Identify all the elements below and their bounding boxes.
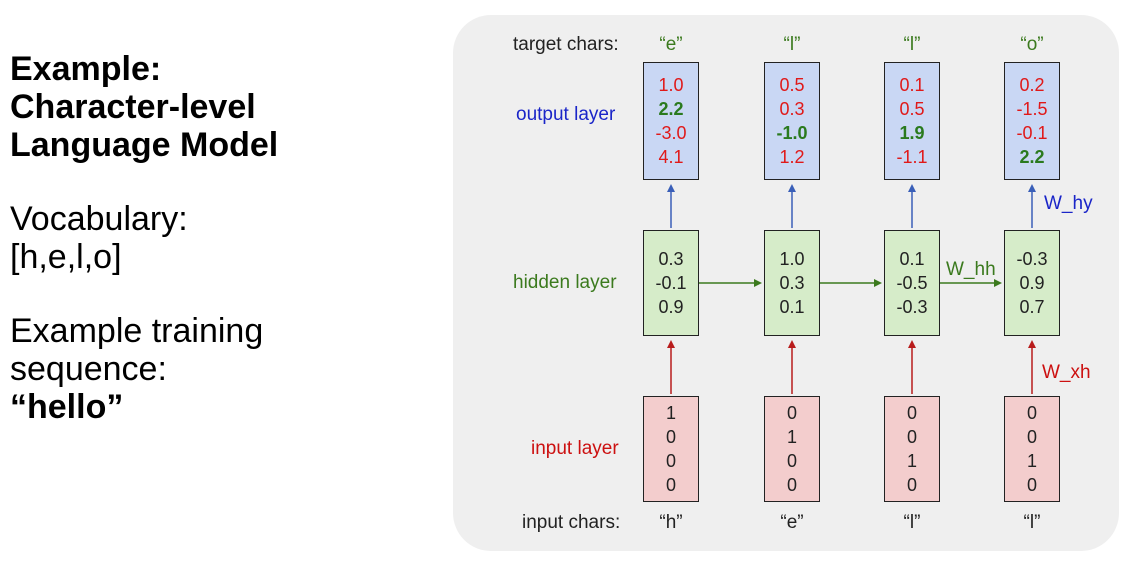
vector-value: 2.2: [658, 99, 684, 119]
vector-value: 0.3: [779, 273, 805, 293]
vector-value: 0.5: [899, 99, 925, 119]
vector-value: -0.1: [655, 273, 687, 293]
output-vector-box: 0.5 0.3 -1.0 1.2: [764, 62, 820, 180]
vector-value: 1: [906, 451, 917, 471]
title-line: Language Model: [10, 126, 279, 164]
vector-value: 1.2: [779, 147, 805, 167]
vector-value: 1: [786, 427, 797, 447]
vector-value: 1.0: [779, 249, 805, 269]
vocabulary-text: Vocabulary: [h,e,l,o]: [10, 200, 430, 276]
training-line: Example training: [10, 312, 264, 350]
hidden-vector-box: 1.0 0.3 0.1: [764, 230, 820, 336]
vector-value: 0: [786, 475, 797, 495]
output-vector-box: 0.1 0.5 1.9 -1.1: [884, 62, 940, 180]
vocab-line: Vocabulary:: [10, 200, 188, 238]
vector-value: 1.9: [899, 123, 925, 143]
vector-value: 0: [906, 403, 917, 423]
output-vector-box: 0.2 -1.5 -0.1 2.2: [1004, 62, 1060, 180]
vector-value: 0: [906, 475, 917, 495]
w-hy-label: W_hy: [1044, 193, 1093, 214]
output-vector-box: 1.0 2.2 -3.0 4.1: [643, 62, 699, 180]
vector-value: 0.9: [1019, 273, 1045, 293]
training-sequence: “hello”: [10, 388, 124, 426]
input-vector-box: 1 0 0 0: [643, 396, 699, 502]
vector-value: 2.2: [1019, 147, 1045, 167]
target-char: “e”: [659, 34, 683, 55]
vector-value: 4.1: [658, 147, 684, 167]
vector-value: 0.7: [1019, 297, 1045, 317]
input-layer-label: input layer: [531, 438, 619, 459]
input-vector-box: 0 1 0 0: [764, 396, 820, 502]
vector-value: 1.0: [658, 75, 684, 95]
hidden-layer-label: hidden layer: [513, 272, 617, 293]
vector-value: -1.1: [896, 147, 928, 167]
input-char: “e”: [780, 512, 804, 533]
vector-value: 0: [665, 427, 676, 447]
vector-value: 0.5: [779, 75, 805, 95]
vocab-line: [h,e,l,o]: [10, 238, 122, 276]
vector-value: -3.0: [655, 123, 687, 143]
target-char: “o”: [1020, 34, 1044, 55]
vector-value: -0.5: [896, 273, 928, 293]
target-char: “l”: [783, 34, 801, 55]
vector-value: 0.9: [658, 297, 684, 317]
hidden-vector-box: -0.3 0.9 0.7: [1004, 230, 1060, 336]
vector-value: -1.5: [1016, 99, 1048, 119]
training-line: sequence:: [10, 350, 167, 388]
hidden-vector-box: 0.1 -0.5 -0.3: [884, 230, 940, 336]
vector-value: 1: [665, 403, 676, 423]
vector-value: -0.3: [1016, 249, 1048, 269]
training-text: Example training sequence: “hello”: [10, 312, 430, 426]
hidden-vector-box: 0.3 -0.1 0.9: [643, 230, 699, 336]
vector-value: 0: [786, 403, 797, 423]
vector-value: 0.1: [899, 249, 925, 269]
vector-value: 0: [665, 475, 676, 495]
left-text-column: Example: Character-level Language Model …: [10, 50, 430, 426]
vector-value: 0: [1026, 475, 1037, 495]
vector-value: 1: [1026, 451, 1037, 471]
vector-value: 0: [1026, 403, 1037, 423]
input-char: “l”: [1023, 512, 1041, 533]
input-chars-label: input chars:: [522, 512, 621, 533]
vector-value: 0.1: [779, 297, 805, 317]
vector-value: -0.1: [1016, 123, 1048, 143]
vector-value: 0.1: [899, 75, 925, 95]
target-chars-label: target chars:: [513, 34, 619, 55]
input-char: “h”: [659, 512, 683, 533]
vector-value: 0: [1026, 427, 1037, 447]
title-line: Character-level: [10, 88, 256, 126]
vector-value: 0.3: [658, 249, 684, 269]
input-vector-box: 0 0 1 0: [884, 396, 940, 502]
w-xh-label: W_xh: [1042, 362, 1091, 383]
vector-value: 0.3: [779, 99, 805, 119]
target-char: “l”: [903, 34, 921, 55]
vector-value: 0: [786, 451, 797, 471]
title-line: Example:: [10, 50, 162, 88]
vector-value: -0.3: [896, 297, 928, 317]
input-char: “l”: [903, 512, 921, 533]
vector-value: 0: [906, 427, 917, 447]
vector-value: 0.2: [1019, 75, 1045, 95]
w-hh-label: W_hh: [946, 259, 996, 280]
vector-value: -1.0: [776, 123, 808, 143]
input-vector-box: 0 0 1 0: [1004, 396, 1060, 502]
vector-value: 0: [665, 451, 676, 471]
output-layer-label: output layer: [516, 104, 616, 125]
slide-title: Example: Character-level Language Model: [10, 50, 430, 164]
